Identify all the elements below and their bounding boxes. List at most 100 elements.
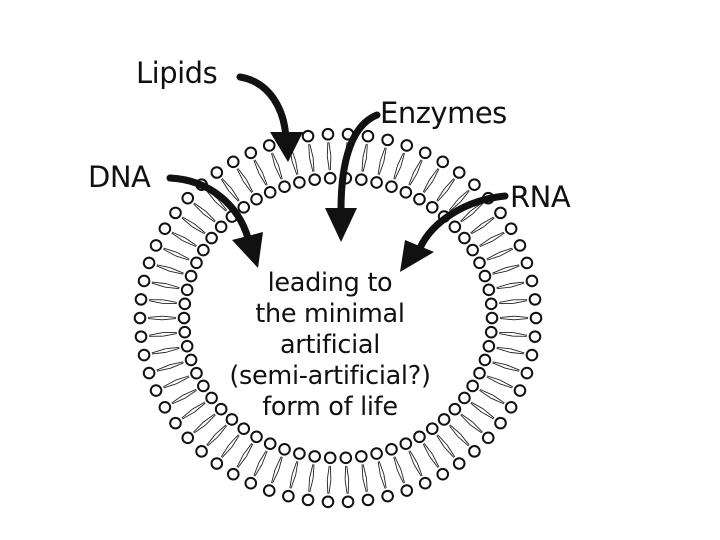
lipid-tail [183, 388, 197, 396]
dna-label: DNA [88, 160, 151, 194]
lipid-tail [206, 433, 216, 446]
lipid-head [361, 493, 375, 507]
lipid-tail [308, 477, 311, 492]
lipid-tail [237, 456, 247, 468]
lipid-tail [423, 443, 433, 455]
lipid-tail [246, 179, 254, 193]
lipid-head [149, 384, 163, 397]
lipid-tail [394, 456, 402, 470]
lipid-tail [362, 158, 367, 172]
lipid-tail [400, 469, 405, 483]
lipid-head [458, 231, 471, 245]
lipid-tail [470, 223, 482, 234]
lipid-head [210, 166, 224, 179]
lipid-head [513, 384, 527, 397]
lipid-tail [220, 178, 230, 192]
lipid-tail [309, 464, 314, 478]
lipid-tail [183, 240, 197, 248]
lipid-tail [400, 153, 405, 167]
lipid-tail [312, 464, 315, 479]
lipid-head [473, 256, 486, 270]
lipid-tail [443, 178, 455, 190]
caption-line-4: (semi-artificial?) [229, 361, 431, 391]
lipid-tail [443, 446, 455, 458]
lipid-tail [457, 436, 469, 447]
lipid-head [184, 269, 198, 283]
lipid-tail [416, 160, 423, 174]
lipid-tail [184, 389, 197, 399]
lipid-tail [254, 464, 263, 477]
lipid-tail [513, 332, 528, 336]
lipid-head [323, 171, 337, 185]
lipid-tail [176, 252, 190, 260]
lipid-tail [217, 199, 228, 211]
lipid-tail [182, 216, 195, 225]
lipid-tail [193, 203, 204, 215]
lipid-tail [490, 231, 505, 239]
lipid-tail [254, 159, 263, 172]
lipid-tail [500, 248, 514, 257]
lipid-tail [481, 216, 494, 225]
lipid-head [226, 155, 240, 169]
lipid-tail [165, 346, 180, 350]
lipid-tail [492, 270, 507, 275]
lipid-tail [379, 475, 386, 489]
lipid-tail [193, 202, 206, 212]
lipid-head [197, 243, 210, 257]
lipid-tail [393, 165, 398, 180]
lipid-tail [169, 361, 184, 366]
lipid-tail [205, 210, 216, 222]
lipid-head [418, 146, 432, 160]
lipid-tail [148, 332, 163, 336]
caption-line-5: form of life [262, 392, 398, 422]
lipid-tail [261, 450, 268, 465]
lipid-head [355, 450, 368, 463]
lipid-head [195, 445, 208, 458]
lipid-head [278, 442, 291, 456]
lipid-tail [221, 178, 233, 190]
lipid-tail [449, 424, 461, 435]
lipid-head [361, 129, 375, 143]
lipid-tail [156, 265, 170, 272]
lipid-tail [479, 237, 492, 247]
lipid-head [413, 192, 426, 206]
lipid-tail [408, 171, 415, 186]
lipid-tail [481, 411, 494, 420]
lipid-tail [203, 213, 215, 223]
lipid-tail [483, 217, 495, 228]
lipid-head [169, 416, 182, 430]
lipid-head [262, 139, 276, 152]
lipid-tail [326, 142, 329, 157]
lipid-tail [326, 479, 329, 494]
lipid-head [158, 222, 172, 236]
lipid-tail [498, 383, 513, 389]
lipid-head [210, 457, 224, 470]
lipid-head [478, 353, 492, 367]
lipid-tail [457, 189, 469, 200]
lipid-tail [171, 397, 186, 405]
lipid-head [520, 366, 534, 380]
lipid-tail [253, 160, 260, 174]
lipid-tail [436, 188, 445, 201]
lipid-tail [513, 300, 528, 304]
lipid-tail [383, 474, 387, 489]
lipid-head [250, 430, 263, 444]
lipid-tail [291, 161, 298, 176]
lipid-tail [499, 299, 514, 303]
lipid-tail [496, 347, 511, 353]
lipid-tail [479, 240, 493, 248]
lipid-tail [423, 181, 433, 193]
lipid-tail [237, 168, 247, 180]
lipid-tail [460, 433, 470, 446]
lipid-head [494, 206, 507, 220]
lipid-tail [437, 190, 448, 202]
lipid-tail [448, 199, 459, 211]
lipid-tail [413, 159, 422, 172]
lipid-head [181, 431, 195, 445]
lipid-head [485, 311, 499, 325]
lipid-head [381, 489, 394, 503]
lipid-tail [492, 232, 505, 242]
lipid-head [205, 391, 218, 405]
lipid-tail [231, 435, 240, 448]
